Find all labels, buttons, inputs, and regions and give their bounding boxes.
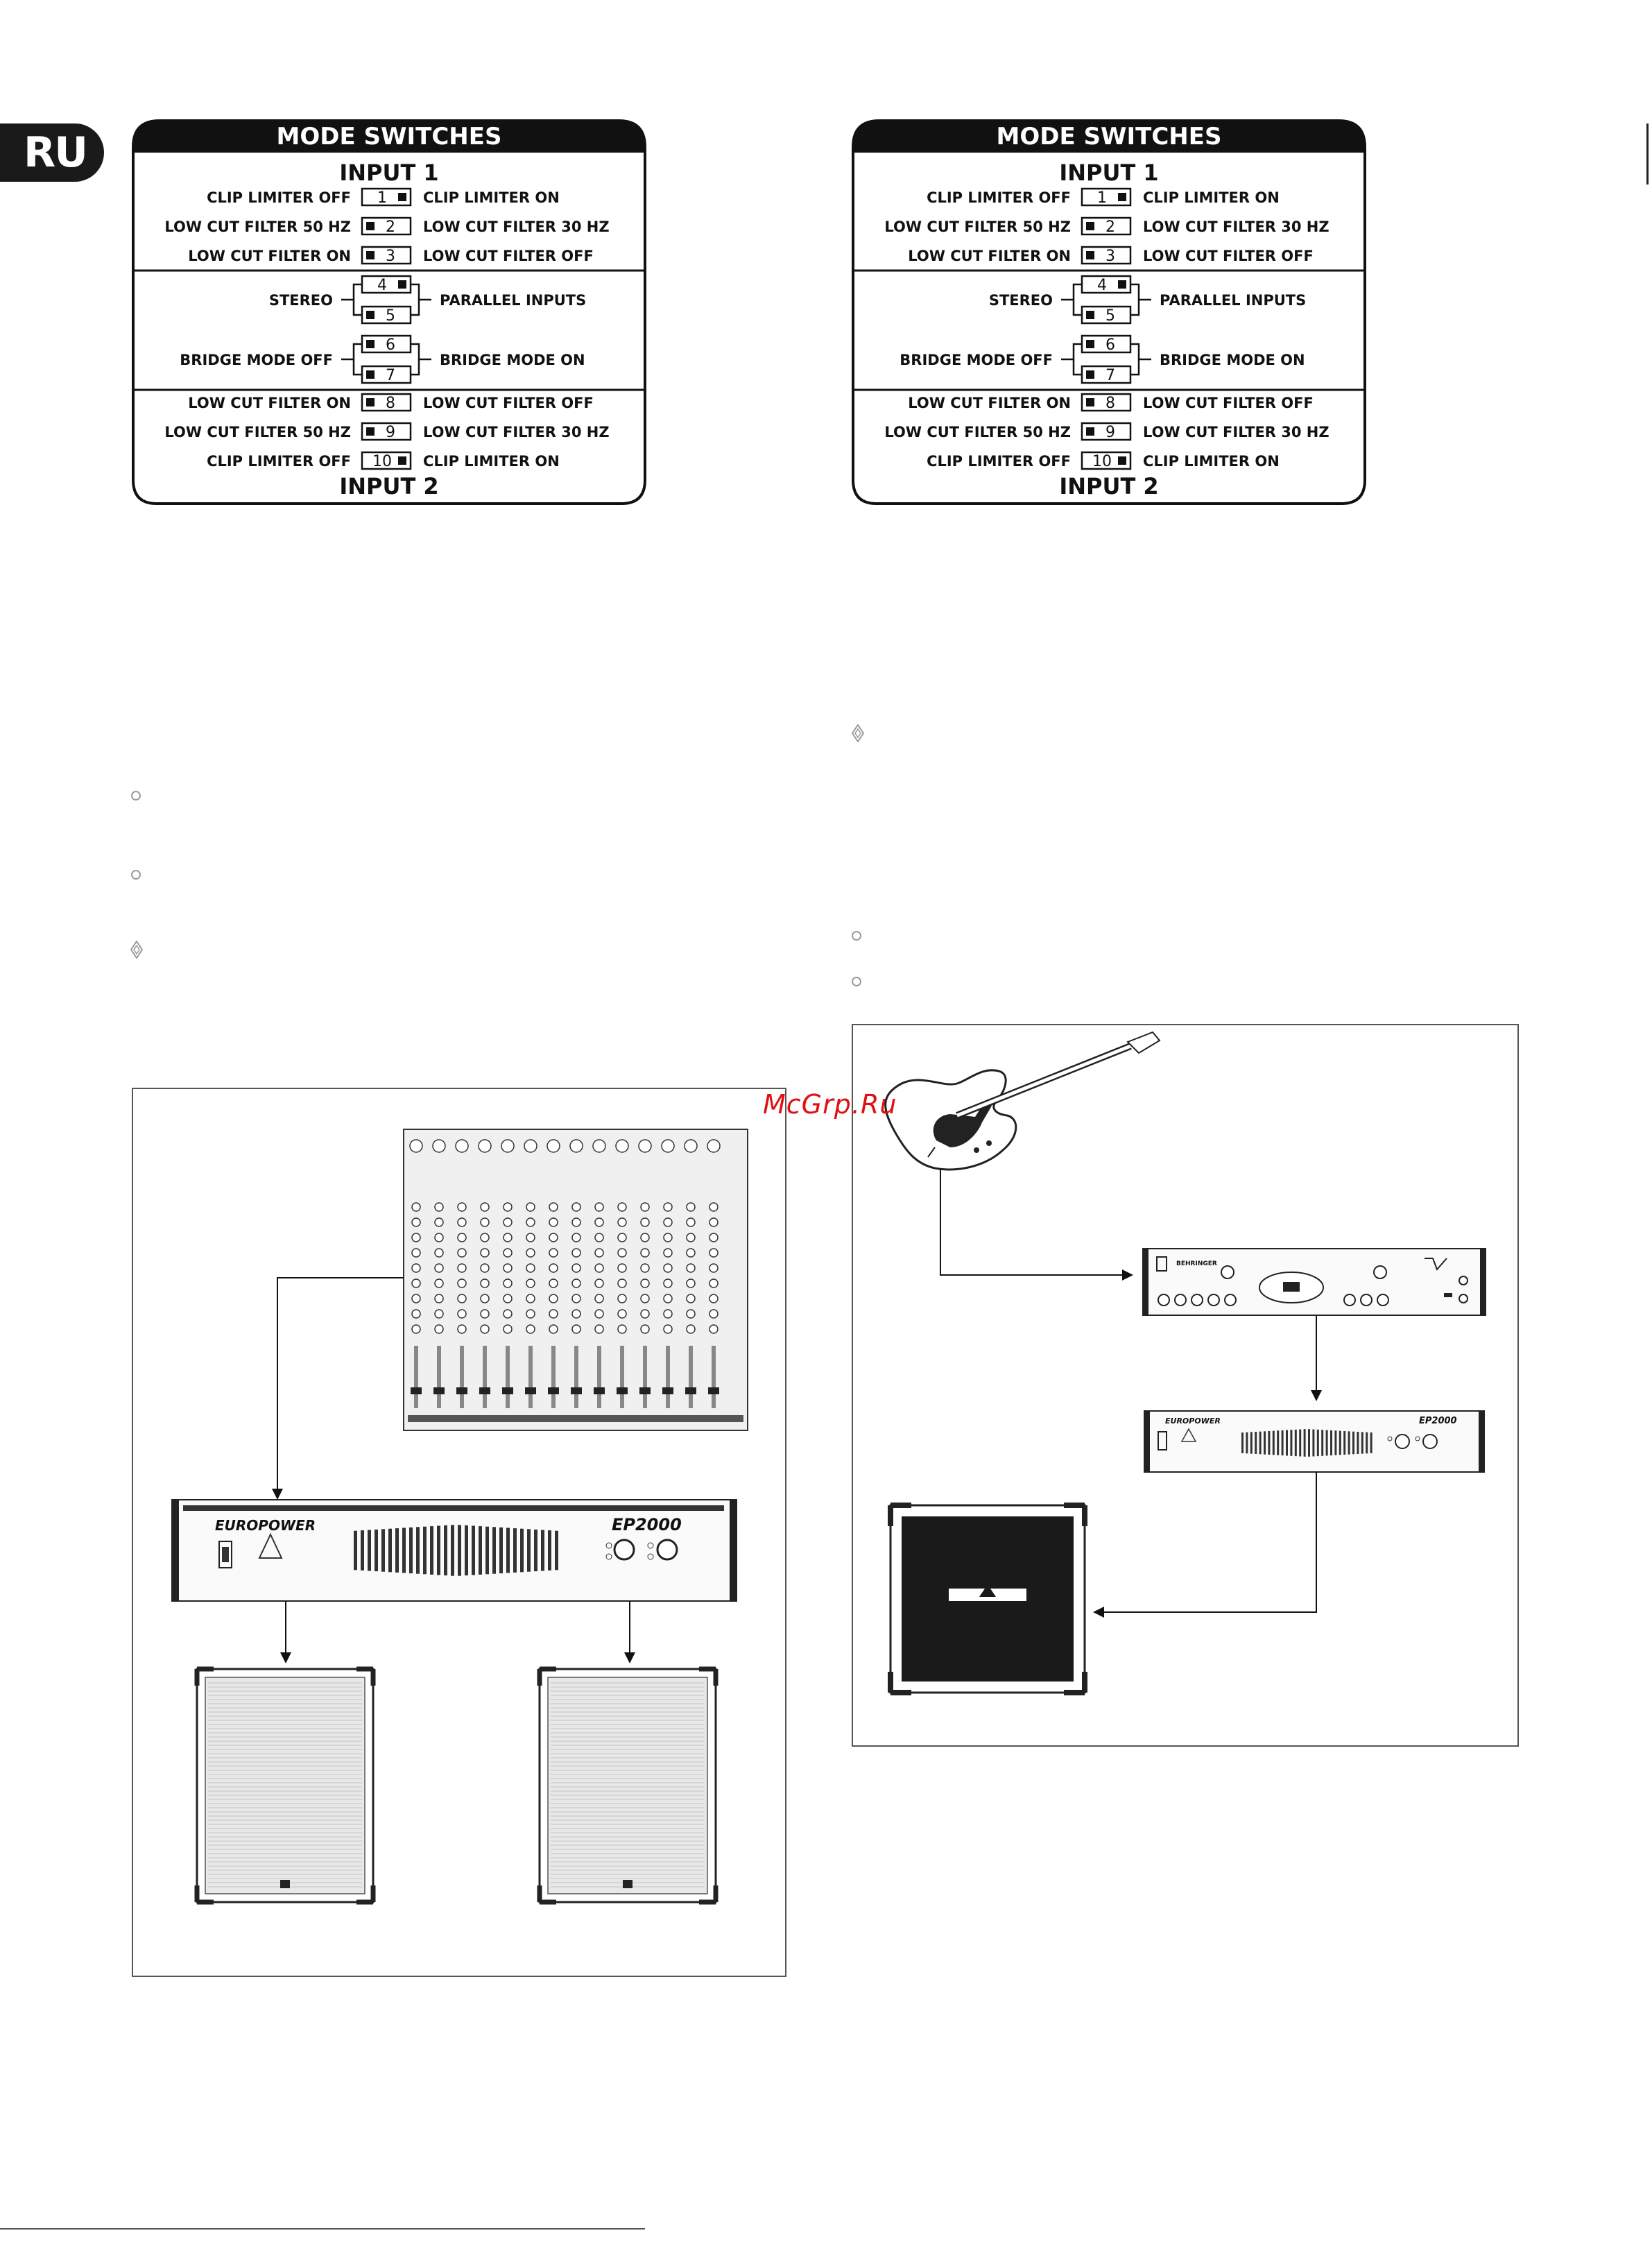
speaker-cable-amp-to-cabinet: [1093, 1472, 1317, 1618]
dip-switch-number: 3: [1105, 248, 1115, 265]
switch-right-label: LOW CUT FILTER OFF: [1143, 248, 1314, 264]
ep2000-amplifier: EUROPOWER EP2000: [1144, 1410, 1485, 1473]
signal-cable-guitar-to-preamp: [940, 1168, 1133, 1281]
pa-speaker: [194, 1666, 376, 1905]
switch-left-label: LOW CUT FILTER ON: [908, 248, 1071, 264]
speaker-cabinet: [888, 1503, 1087, 1695]
footer-rule: [0, 2228, 645, 2230]
switch-right-label: BRIDGE MODE ON: [1160, 352, 1305, 368]
bullet-marker: [131, 870, 141, 880]
dip-switch-number: 10: [1092, 453, 1112, 470]
electric-guitar: [884, 1031, 1161, 1171]
dip-switch-number: 9: [386, 424, 395, 441]
amp-brand-label: EUROPOWER: [215, 1517, 316, 1534]
switch-left-label: LOW CUT FILTER ON: [188, 248, 351, 264]
dip-switch-number: 7: [386, 367, 395, 384]
figure-guitar-preamp-amp-cabinet: BEHRINGER EUROPOWER EP2000: [852, 1024, 1519, 1747]
note-icon: [852, 724, 864, 742]
dip-switch-number: 3: [386, 248, 395, 265]
switch-left-label: LOW CUT FILTER 50 HZ: [164, 219, 351, 235]
switch-left-label: CLIP LIMITER OFF: [927, 453, 1071, 470]
switch-left-label: BRIDGE MODE OFF: [900, 352, 1053, 368]
amp-model-label: EP2000: [612, 1515, 682, 1534]
switch-right-label: LOW CUT FILTER OFF: [423, 395, 594, 411]
dip-switch-number: 4: [1097, 277, 1107, 294]
switch-right-label: CLIP LIMITER ON: [423, 453, 560, 470]
note-icon: [130, 941, 143, 959]
switch-right-label: LOW CUT FILTER 30 HZ: [1143, 424, 1330, 440]
dip-switch-number: 2: [386, 219, 395, 236]
switch-left-label: LOW CUT FILTER ON: [908, 395, 1071, 411]
switch-right-label: CLIP LIMITER ON: [1143, 453, 1280, 470]
dip-switch-number: 6: [1105, 336, 1115, 354]
dip-switch-number: 10: [372, 453, 392, 470]
switch-right-label: LOW CUT FILTER 30 HZ: [423, 424, 610, 440]
dip-switch-number: 7: [1105, 367, 1115, 384]
switch-right-label: PARALLEL INPUTS: [440, 292, 586, 309]
mixer-console: [403, 1129, 748, 1431]
dip-switch-number: 5: [1105, 307, 1115, 325]
switch-right-label: CLIP LIMITER ON: [1143, 189, 1280, 206]
switch-left-label: CLIP LIMITER OFF: [927, 189, 1071, 206]
language-tab: RU: [0, 123, 104, 182]
ep2000-amplifier: EUROPOWER EP2000: [171, 1499, 737, 1602]
signal-cable-preamp-to-amp: [1311, 1315, 1322, 1401]
input-2-heading: INPUT 2: [1059, 473, 1158, 499]
dip-switch-number: 1: [377, 189, 387, 207]
switch-right-label: BRIDGE MODE ON: [440, 352, 585, 368]
switch-left-label: LOW CUT FILTER ON: [188, 395, 351, 411]
watermark: McGrp.Ru: [763, 1089, 897, 1120]
speaker-cables: [280, 1601, 635, 1663]
input-1-heading: INPUT 1: [1059, 160, 1158, 186]
bullet-marker: [131, 791, 141, 801]
switch-left-label: BRIDGE MODE OFF: [180, 352, 333, 368]
dip-switch-number: 8: [386, 395, 395, 412]
figure-mixer-amp-speakers: EUROPOWER EP2000: [132, 1088, 786, 1977]
dip-switch-number: 1: [1097, 189, 1107, 207]
switch-right-label: LOW CUT FILTER OFF: [423, 248, 594, 264]
preamp-brand-label: BEHRINGER: [1176, 1260, 1217, 1267]
switch-right-label: LOW CUT FILTER 30 HZ: [423, 219, 610, 235]
switch-right-label: CLIP LIMITER ON: [423, 189, 560, 206]
dip-switch-number: 9: [1105, 424, 1115, 441]
dip-switch-number: 4: [377, 277, 387, 294]
switch-left-label: CLIP LIMITER OFF: [207, 189, 351, 206]
switch-right-label: LOW CUT FILTER 30 HZ: [1143, 219, 1330, 235]
amp-model-label: EP2000: [1419, 1416, 1457, 1426]
switch-left-label: CLIP LIMITER OFF: [207, 453, 351, 470]
dip-switch-number: 2: [1105, 219, 1115, 236]
bullet-marker: [852, 977, 861, 986]
input-2-heading: INPUT 2: [339, 473, 438, 499]
preamp-rack-unit: BEHRINGER: [1142, 1248, 1486, 1316]
panel-title: MODE SWITCHES: [277, 123, 502, 151]
panel-title: MODE SWITCHES: [997, 123, 1222, 151]
switch-right-label: PARALLEL INPUTS: [1160, 292, 1306, 309]
switch-left-label: STEREO: [269, 292, 333, 309]
dip-switch-number: 6: [386, 336, 395, 354]
switch-left-label: STEREO: [989, 292, 1053, 309]
amp-brand-label: EUROPOWER: [1165, 1417, 1221, 1426]
dip-switch-number: 8: [1105, 395, 1115, 412]
dip-switch-number: 5: [386, 307, 395, 325]
switch-right-label: LOW CUT FILTER OFF: [1143, 395, 1314, 411]
pa-speaker: [537, 1666, 719, 1905]
switch-left-label: LOW CUT FILTER 50 HZ: [164, 424, 351, 440]
bullet-marker: [852, 931, 861, 941]
switch-left-label: LOW CUT FILTER 50 HZ: [884, 219, 1071, 235]
switch-left-label: LOW CUT FILTER 50 HZ: [884, 424, 1071, 440]
page-edge-marker: [1646, 123, 1649, 185]
input-1-heading: INPUT 1: [339, 160, 438, 186]
signal-cable-mixer-to-amp: [272, 1277, 404, 1500]
